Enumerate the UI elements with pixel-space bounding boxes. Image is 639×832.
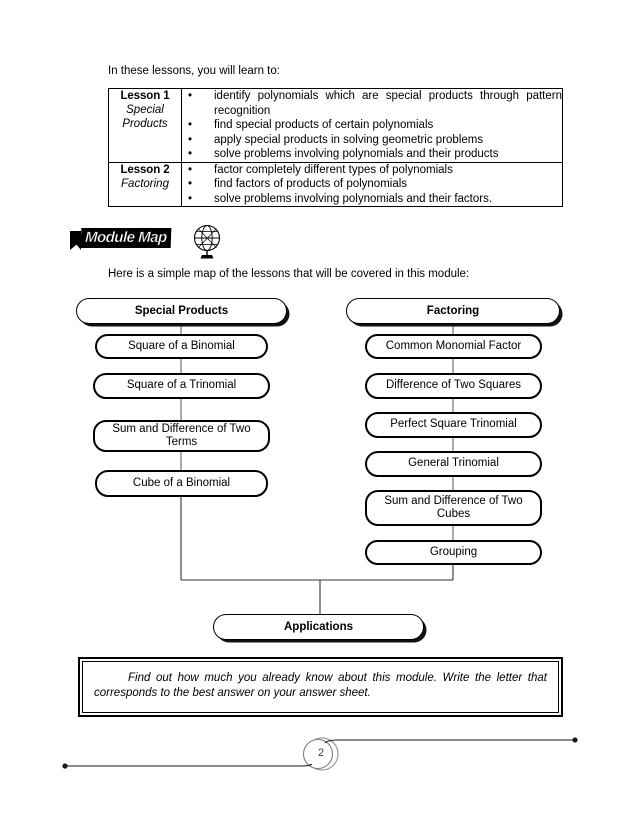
bullet-icon: • bbox=[188, 148, 193, 160]
pretest-instruction-text: Find out how much you already know about… bbox=[94, 672, 547, 699]
list-item: • identify polynomials which are special… bbox=[182, 89, 562, 118]
lesson-2-item-3: solve problems involving polynomials and… bbox=[214, 192, 493, 205]
flow-node-label: Grouping bbox=[429, 545, 478, 558]
table-row: Lesson 2 Factoring • factor completely d… bbox=[108, 161, 563, 207]
lesson-1-item-3: apply special products in solving geomet… bbox=[214, 133, 484, 146]
flow-node-label: Square of a Binomial bbox=[128, 339, 235, 352]
lessons-objectives-table: Lesson 1 Special Products • identify pol… bbox=[108, 88, 563, 207]
list-item: • find factors of products of polynomial… bbox=[182, 177, 562, 192]
flow-node-label: Difference of Two Squares bbox=[385, 379, 522, 392]
flow-node-general-trinomial[interactable]: General Trinomial bbox=[365, 451, 542, 477]
bookmark-flag-icon bbox=[70, 231, 81, 250]
lesson-2-title: Lesson 2 bbox=[120, 163, 170, 176]
flow-node-label: Applications bbox=[283, 621, 353, 633]
flow-node-sum-and-difference-of-two-terms[interactable]: Sum and Difference of Two Terms bbox=[93, 420, 270, 452]
lesson-2-item-1: factor completely different types of pol… bbox=[214, 163, 453, 176]
flow-node-square-of-a-binomial[interactable]: Square of a Binomial bbox=[95, 334, 268, 359]
module-map-intro-text: Here is a simple map of the lessons that… bbox=[108, 268, 470, 280]
globe-icon bbox=[193, 224, 221, 259]
lesson-1-subtitle-line1: Special bbox=[126, 104, 164, 116]
page-number: 2 bbox=[317, 747, 325, 759]
flow-node-applications[interactable]: Applications bbox=[213, 614, 424, 640]
lesson-1-item-2: find special products of certain polynom… bbox=[214, 119, 434, 131]
flow-node-square-of-a-trinomial[interactable]: Square of a Trinomial bbox=[93, 373, 270, 399]
flow-node-label: Sum and Difference of Two Terms bbox=[112, 422, 251, 449]
bullet-icon: • bbox=[188, 119, 193, 131]
flow-node-grouping[interactable]: Grouping bbox=[365, 540, 542, 565]
flow-node-label: Common Monomial Factor bbox=[385, 339, 522, 352]
pretest-instruction-box: Find out how much you already know about… bbox=[78, 657, 563, 717]
lesson-1-label-cell: Lesson 1 Special Products bbox=[108, 88, 182, 163]
lessons-intro-text: In these lessons, you will learn to: bbox=[108, 65, 280, 77]
bullet-icon: • bbox=[188, 163, 193, 176]
pretest-instruction-inner: Find out how much you already know about… bbox=[82, 661, 559, 713]
bullet-icon: • bbox=[188, 133, 193, 146]
lesson-1-items-cell: • identify polynomials which are special… bbox=[181, 88, 563, 163]
flow-node-label: General Trinomial bbox=[408, 457, 499, 470]
lesson-1-item-4: solve problems involving polynomials and… bbox=[214, 148, 499, 160]
flow-node-special-products[interactable]: Special Products bbox=[76, 298, 287, 324]
flow-node-common-monomial-factor[interactable]: Common Monomial Factor bbox=[365, 334, 542, 359]
list-item: • factor completely different types of p… bbox=[182, 163, 562, 178]
flow-node-difference-of-two-squares[interactable]: Difference of Two Squares bbox=[365, 373, 542, 399]
flow-node-label: Perfect Square Trinomial bbox=[390, 418, 517, 431]
bullet-icon: • bbox=[188, 178, 193, 190]
table-row: Lesson 1 Special Products • identify pol… bbox=[108, 88, 563, 163]
list-item: • solve problems involving polynomials a… bbox=[182, 192, 562, 207]
lesson-1-item-1: identify polynomials which are special p… bbox=[214, 90, 562, 117]
list-item: • solve problems involving polynomials a… bbox=[182, 147, 562, 162]
lesson-1-title: Lesson 1 bbox=[120, 90, 170, 102]
lesson-2-label-cell: Lesson 2 Factoring bbox=[108, 161, 182, 207]
flow-node-label: Factoring bbox=[426, 305, 480, 317]
flow-node-factoring[interactable]: Factoring bbox=[346, 298, 560, 324]
flow-node-label: Sum and Difference of Two Cubes bbox=[384, 494, 523, 521]
flow-node-label: Square of a Trinomial bbox=[126, 379, 237, 392]
list-item: • find special products of certain polyn… bbox=[182, 118, 562, 133]
lesson-2-items-cell: • factor completely different types of p… bbox=[181, 161, 563, 207]
lesson-2-subtitle-line1: Factoring bbox=[121, 177, 169, 190]
flow-node-label: Cube of a Binomial bbox=[132, 476, 231, 489]
lesson-1-subtitle-line2: Products bbox=[122, 118, 168, 130]
flow-node-sum-and-difference-of-two-cubes[interactable]: Sum and Difference of Two Cubes bbox=[365, 490, 542, 526]
flow-node-cube-of-a-binomial[interactable]: Cube of a Binomial bbox=[95, 470, 268, 497]
module-map-banner: Module Map bbox=[70, 224, 230, 260]
list-item: • apply special products in solving geom… bbox=[182, 133, 562, 148]
bullet-icon: • bbox=[188, 90, 193, 102]
flow-node-label: Special Products bbox=[134, 305, 229, 317]
lesson-2-item-2: find factors of products of polynomials bbox=[214, 178, 408, 190]
bullet-icon: • bbox=[188, 192, 193, 205]
page-footer-ornament bbox=[62, 737, 578, 771]
flow-node-perfect-square-trinomial[interactable]: Perfect Square Trinomial bbox=[365, 412, 542, 438]
